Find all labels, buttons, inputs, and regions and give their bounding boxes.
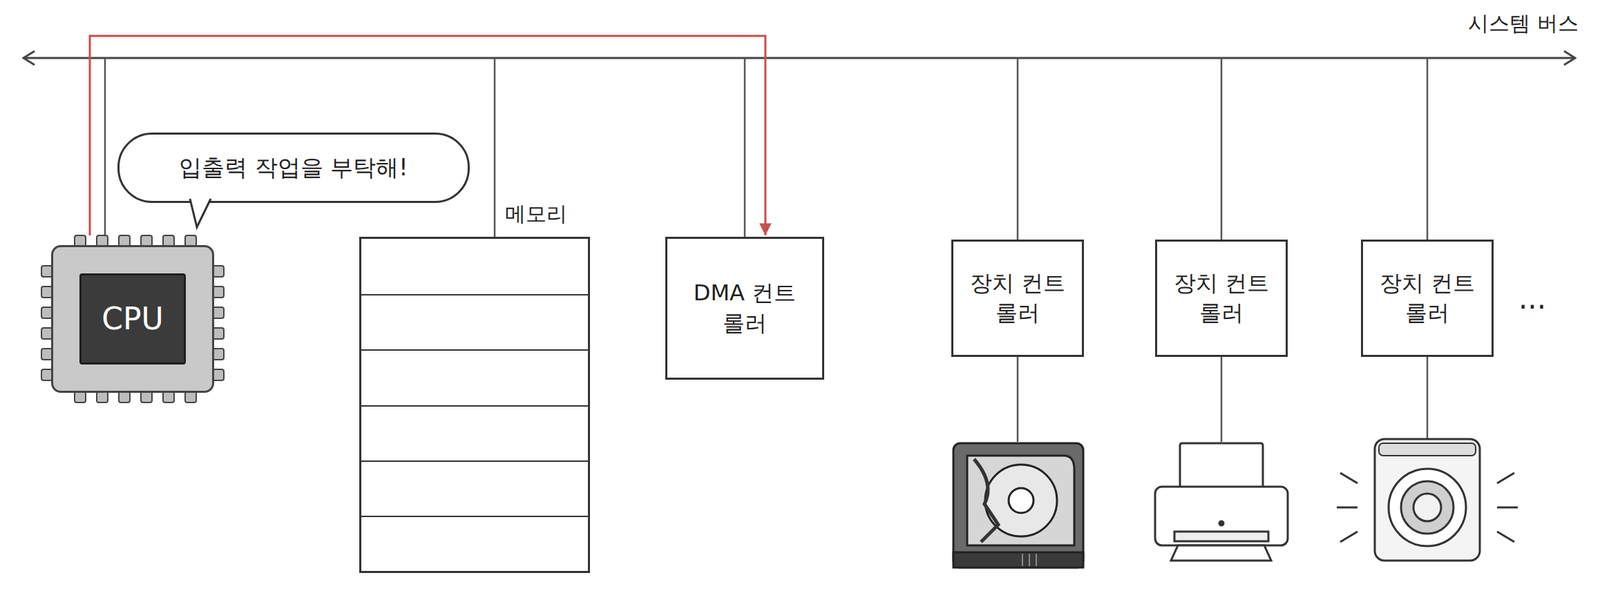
speech-bubble: 입출력 작업을 부탁해! — [117, 132, 470, 204]
bubble-tail — [188, 198, 224, 231]
node-text: 장치 컨트롤러 — [1375, 268, 1480, 329]
memory-row-divider — [361, 294, 588, 296]
memory-heading: 메모리 — [505, 200, 568, 229]
cpu-pins — [41, 235, 224, 403]
node-text: CPU — [79, 273, 186, 365]
system-bus — [23, 57, 1576, 60]
memory-box: 메모리 — [359, 236, 590, 574]
node-text: 장치 컨트롤러 — [965, 268, 1070, 329]
node-text: 장치 컨트롤러 — [1169, 268, 1274, 329]
node-text: DMA 컨트롤러 — [689, 278, 800, 338]
device-controller-box: 장치 컨트롤러 — [1360, 239, 1494, 358]
ellipsis-label: ··· — [1518, 290, 1547, 325]
memory-row-divider — [361, 460, 588, 463]
cpu-chip: CPU — [51, 245, 215, 394]
device-controller-box: 장치 컨트롤러 — [951, 239, 1084, 358]
request-arrow — [89, 35, 766, 236]
memory-row-divider — [361, 516, 588, 518]
memory-row-divider — [361, 405, 588, 407]
device-controller-box: 장치 컨트롤러 — [1155, 239, 1288, 358]
node-text: 입출력 작업을 부탁해! — [178, 152, 408, 184]
bus-label: 시스템 버스 — [1468, 9, 1579, 38]
hard-disk-icon — [953, 443, 1084, 568]
dma-controller-box: DMA 컨트롤러 — [665, 236, 825, 380]
memory-row-divider — [361, 349, 588, 351]
printer-icon — [1155, 443, 1288, 561]
speaker-icon — [1336, 439, 1518, 561]
